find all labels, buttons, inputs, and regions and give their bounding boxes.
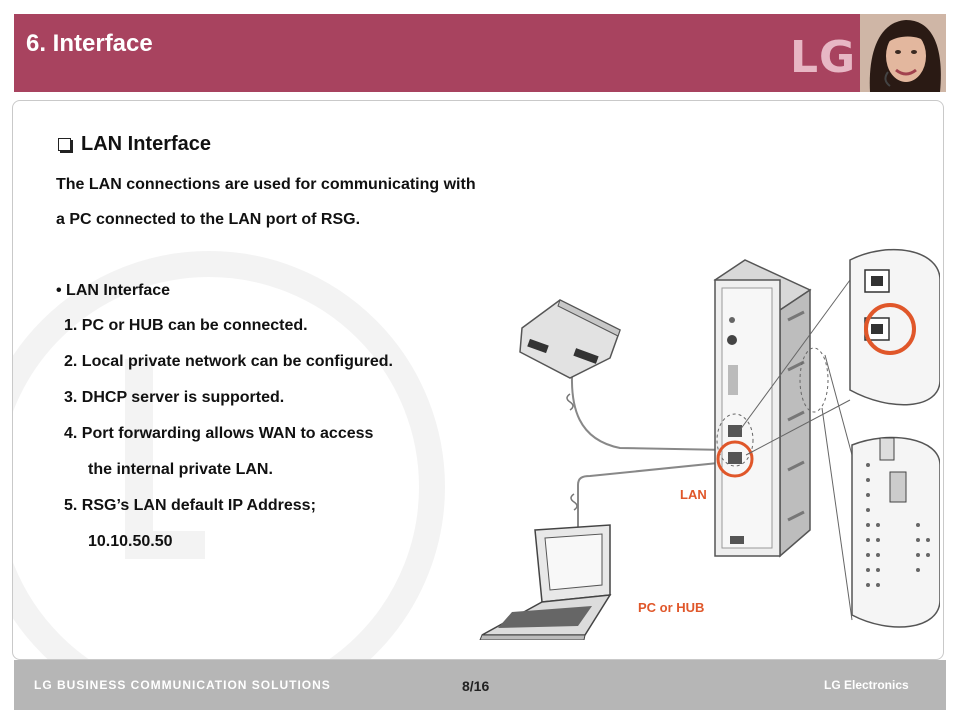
- laptop-icon: [479, 524, 612, 640]
- list-item: the internal private LAN.: [88, 461, 273, 478]
- bullet-dot-icon: •: [56, 282, 67, 299]
- intro-line-1: The LAN connections are used for communi…: [56, 176, 476, 193]
- footer-brand-text: LG BUSINESS COMMUNICATION SOLUTIONS: [34, 678, 331, 692]
- cable-modem: [570, 359, 729, 451]
- ip-address: 10.10.50.50: [88, 533, 173, 550]
- section-heading: LAN Interface: [58, 133, 211, 156]
- list-item: 4. Port forwarding allows WAN to access: [64, 425, 374, 442]
- list-item: 2. Local private network can be configur…: [64, 353, 393, 370]
- list-item: 1. PC or HUB can be connected.: [64, 317, 308, 334]
- section-heading-label: LAN Interface: [81, 133, 212, 155]
- bullet-heading-label: LAN Interface: [66, 282, 171, 299]
- modem-icon: [519, 299, 621, 379]
- page-title: 6. Interface: [26, 30, 153, 57]
- rsg-cabinet: [713, 259, 829, 558]
- lan-label: LAN: [680, 487, 707, 502]
- cable-pc: [577, 461, 729, 540]
- content-panel: [12, 100, 944, 660]
- intro-line-2: a PC connected to the LAN port of RSG.: [56, 211, 361, 228]
- list-item: 3. DHCP server is supported.: [64, 389, 285, 406]
- mode-switch-callout: [851, 436, 940, 628]
- lg-watermark-circle: [13, 251, 445, 659]
- network-diagram: [479, 248, 940, 640]
- woman-photo-icon: [860, 14, 946, 92]
- lg-watermark-bar: [125, 359, 153, 559]
- pc-or-hub-label: PC or HUB: [638, 600, 705, 615]
- page-number: 8/16: [462, 678, 490, 694]
- checkbox-bullet-icon: [58, 138, 71, 151]
- lg-logo: LG: [790, 32, 857, 83]
- footer-company-logo: LG Electronics: [824, 678, 909, 692]
- header-photo: [860, 14, 946, 92]
- bullet-heading: • LAN Interface: [56, 282, 170, 300]
- footer-bar: LG BUSINESS COMMUNICATION SOLUTIONS 8/16…: [14, 660, 946, 710]
- port-zoom-callout: [849, 248, 940, 406]
- list-item: 5. RSG’s LAN default IP Address;: [64, 497, 316, 514]
- header-banner: 6. Interface LG: [14, 14, 946, 92]
- lan-port-zoom-highlight: [864, 303, 916, 355]
- lan-port-highlight: [716, 440, 754, 478]
- lg-watermark-foot: [125, 531, 205, 559]
